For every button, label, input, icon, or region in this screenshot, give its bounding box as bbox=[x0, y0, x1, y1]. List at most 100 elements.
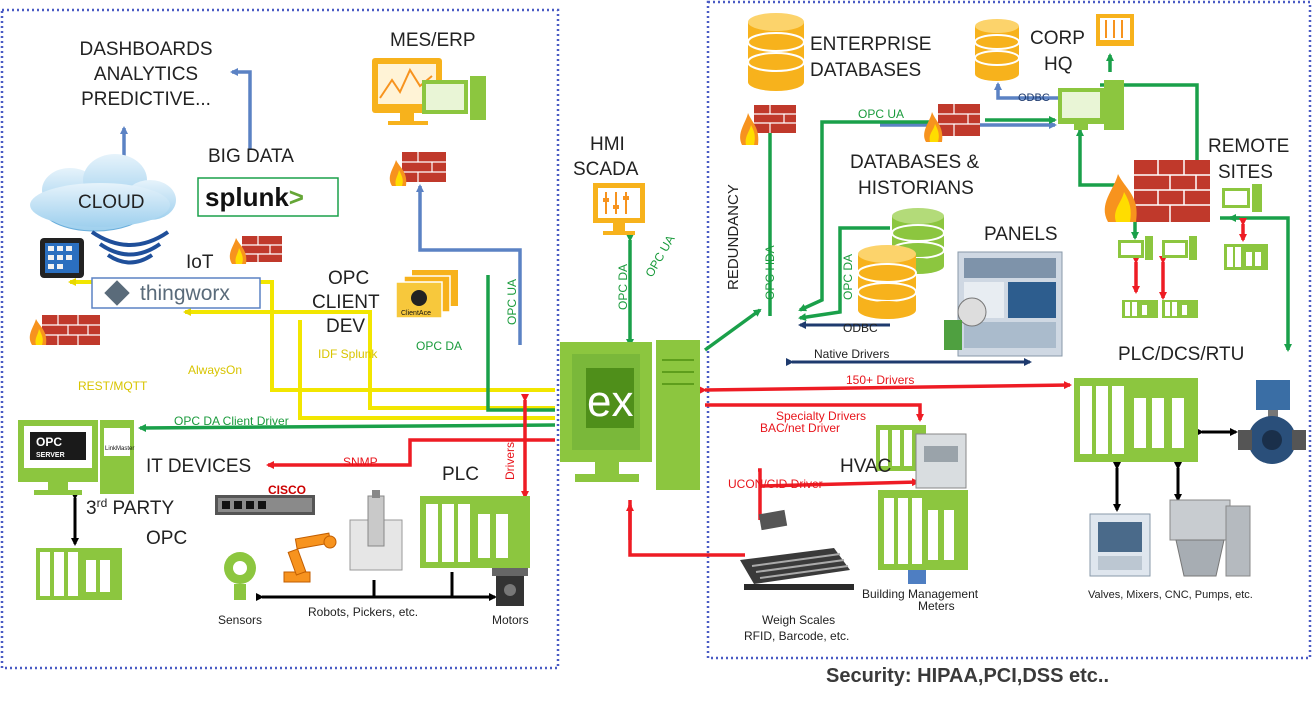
odbc-label: ODBC bbox=[843, 321, 878, 335]
opc-server-computer: OPC SERVER LinkMaster bbox=[18, 420, 134, 495]
databases-historians-label-1: DATABASES & bbox=[850, 152, 979, 173]
picker-machine-icon bbox=[349, 490, 403, 571]
svg-text:splunk>: splunk> bbox=[205, 182, 304, 212]
remote-label: REMOTE bbox=[1208, 136, 1289, 157]
enterprise-database-icon bbox=[747, 13, 805, 91]
security-footer: Security: HIPAA,PCI,DSS etc.. bbox=[826, 665, 1109, 687]
databases-label: DATABASES bbox=[810, 60, 921, 81]
corp-hq-computer bbox=[1058, 80, 1124, 130]
firewall-icon bbox=[740, 105, 796, 145]
idf-splunk-label: IDF Splunk bbox=[318, 347, 378, 361]
panels-label: PANELS bbox=[984, 224, 1058, 245]
svg-text:OPC: OPC bbox=[36, 435, 62, 449]
odbc-top-label: ODBC bbox=[1018, 92, 1050, 104]
hmi-label: HMI bbox=[590, 134, 625, 155]
rfid-barcode-label: RFID, Barcode, etc. bbox=[744, 629, 849, 643]
opc-hda-label: OPC HDA bbox=[763, 245, 777, 300]
robots-label: Robots, Pickers, etc. bbox=[308, 605, 418, 619]
opc-da-label-left: OPC DA bbox=[416, 339, 462, 353]
navy-connections bbox=[786, 321, 1032, 366]
black-connections bbox=[71, 428, 1238, 601]
plc-dcs-rtu-icon bbox=[1074, 378, 1198, 462]
opc-da-label-center: OPC DA bbox=[616, 264, 630, 310]
hq-label: HQ bbox=[1044, 54, 1073, 75]
opc-ua-label-left: OPC UA bbox=[505, 279, 519, 325]
remote-site-computer bbox=[1222, 184, 1268, 270]
dashboards-label: DASHBOARDS bbox=[79, 39, 212, 60]
opc-client-label-1: OPC bbox=[328, 268, 369, 289]
motors-label: Motors bbox=[492, 613, 529, 627]
predictive-label: PREDICTIVE... bbox=[81, 89, 211, 110]
plc-icon bbox=[420, 496, 530, 568]
redundancy-label: REDUNDANCY bbox=[725, 184, 742, 290]
robot-arm-icon bbox=[283, 532, 337, 583]
opc-da-client-driver-label: OPC DA Client Driver bbox=[174, 414, 289, 428]
firewall-icon bbox=[1104, 160, 1210, 222]
analytics-label: ANALYTICS bbox=[94, 64, 198, 85]
historian-database-icon bbox=[857, 208, 945, 319]
opc-da-label-right: OPC DA bbox=[841, 254, 855, 300]
mes-erp-computer bbox=[372, 58, 486, 125]
big-data-label: BIG DATA bbox=[208, 146, 294, 167]
cloud-icon bbox=[30, 154, 176, 232]
opc-ua-label-right: OPC UA bbox=[858, 107, 904, 121]
hvac-label: HVAC bbox=[840, 456, 891, 477]
third-party-label: 3rd PARTY bbox=[86, 496, 174, 519]
enterprise-label: ENTERPRISE bbox=[810, 34, 931, 55]
opc-client-label-2: CLIENT bbox=[312, 292, 380, 313]
tablet-icon bbox=[40, 238, 84, 278]
rest-mqtt-label: REST/MQTT bbox=[78, 379, 148, 393]
hmi-scada-icon bbox=[593, 183, 645, 235]
opc-label: OPC bbox=[146, 528, 187, 549]
splunk-logo: splunk> bbox=[197, 177, 339, 217]
svg-text:LinkMaster: LinkMaster bbox=[105, 446, 134, 452]
cisco-router-icon bbox=[215, 495, 315, 515]
scada-label: SCADA bbox=[573, 159, 639, 180]
valve-icon bbox=[1238, 380, 1306, 464]
drivers-label-left: Drivers bbox=[503, 442, 517, 480]
snmp-label: SNMP bbox=[343, 455, 378, 469]
remote-site-computer bbox=[1162, 236, 1198, 318]
remote-site-computer bbox=[1118, 236, 1158, 318]
firewall-icon bbox=[389, 152, 446, 186]
corp-hq-database-icon bbox=[974, 19, 1020, 81]
iot-label: IoT bbox=[186, 252, 214, 273]
plc-dcs-rtu-label: PLC/DCS/RTU bbox=[1118, 344, 1244, 365]
opc-ua-label-center: OPC UA bbox=[642, 233, 677, 280]
plc-rack-icon bbox=[36, 548, 122, 600]
plc-label-left: PLC bbox=[442, 464, 479, 485]
firewall-icon bbox=[924, 104, 980, 142]
clientace-icon: ClientAce bbox=[395, 270, 458, 319]
sensors-label: Sensors bbox=[218, 613, 262, 627]
sensor-icon bbox=[224, 552, 256, 600]
building-management-icon bbox=[878, 490, 968, 584]
motor-icon bbox=[492, 568, 528, 606]
corp-hq-hmi-icon bbox=[1096, 14, 1134, 46]
red-connections bbox=[266, 218, 1247, 557]
weigh-scale-icon bbox=[740, 509, 854, 590]
firewall-icon bbox=[29, 315, 100, 345]
svg-text:ClientAce: ClientAce bbox=[401, 310, 431, 317]
databases-historians-label-2: HISTORIANS bbox=[858, 178, 974, 199]
building-management-label: Building Management bbox=[862, 587, 979, 601]
right-zone-border bbox=[706, 0, 1312, 660]
kepserverex-computer bbox=[560, 340, 700, 490]
panels-screen-icon bbox=[944, 251, 1063, 357]
valves-mixers-label: Valves, Mixers, CNC, Pumps, etc. bbox=[1088, 589, 1253, 601]
meters-label: Meters bbox=[918, 599, 955, 613]
thingworx-logo: thingworx bbox=[91, 277, 261, 309]
hvac-controller-icon bbox=[876, 425, 967, 489]
cloud-label: CLOUD bbox=[78, 192, 145, 213]
drivers-150-label: 150+ Drivers bbox=[846, 373, 914, 387]
cnc-machine-icon bbox=[1089, 513, 1151, 577]
mes-erp-label: MES/ERP bbox=[390, 30, 476, 51]
svg-text:SERVER: SERVER bbox=[36, 452, 65, 459]
opc-client-label-3: DEV bbox=[326, 316, 365, 337]
left-zone-border bbox=[0, 8, 560, 670]
corp-label: CORP bbox=[1030, 28, 1085, 49]
specialty-drivers-label: Specialty Drivers bbox=[776, 409, 866, 423]
ex-logo-text: ex bbox=[587, 377, 633, 426]
weigh-scales-label: Weigh Scales bbox=[762, 613, 835, 627]
wifi-icon bbox=[90, 230, 170, 265]
